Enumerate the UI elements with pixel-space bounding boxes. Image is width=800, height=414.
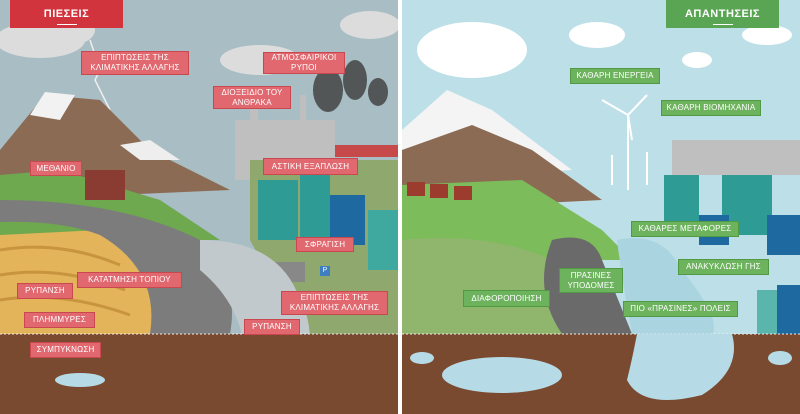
label-land-recycling: ΑΝΑΚΥΚΛΩΣΗ ΓΗΣ (678, 259, 769, 275)
factory-roofs (335, 145, 398, 157)
label-clean-transport: ΚΑΘΑΡΕΣ ΜΕΤΑΦΟΡΕΣ (631, 221, 739, 237)
label-carbon-dioxide: ΔΙΟΞΕΙΔΙΟ ΤΟΥ ΑΝΘΡΑΚΑ (213, 86, 291, 109)
label-clean-industry: ΚΑΘΑΡΗ ΒΙΟΜΗΧΑΝΙΑ (661, 100, 761, 116)
label-urban-sprawl: ΑΣΤΙΚΗ ΕΞΑΠΛΩΣΗ (263, 158, 358, 175)
parking-sign-icon: P (320, 266, 330, 276)
barns (407, 182, 472, 200)
label-clean-energy: ΚΑΘΑΡΗ ΕΝΕΡΓΕΙΑ (570, 68, 660, 84)
label-climate-change-impacts: ΕΠΙΠΤΩΣΕΙΣ ΤΗΣ ΚΛΙΜΑΤΙΚΗΣ ΑΛΛΑΓΗΣ (81, 51, 189, 75)
pressures-header-text: ΠΙΕΣΕΙΣ (43, 8, 90, 20)
label-greener-cities: ΠΙΟ «ΠΡΑΣΙΝΕΣ» ΠΟΛΕΙΣ (623, 301, 738, 317)
underground-water (55, 373, 105, 387)
label-compaction: ΣΥΜΠΥΚΝΩΣΗ (30, 342, 101, 358)
label-floods: ΠΛΗΜΜΥΡΕΣ (24, 312, 95, 328)
label-pollution-farm: ΡΥΠΑΝΣΗ (17, 283, 73, 299)
label-soil-sealing: ΣΦΡΑΓΙΣΗ (296, 237, 354, 252)
responses-header: ΑΠΑΝΤΗΣΕΙΣ (666, 0, 779, 28)
smoke (313, 60, 388, 112)
wind-turbines (601, 94, 648, 190)
pressures-panel: ΠΙΕΣΕΙΣ ΕΠΙΠΤΩΣΕΙΣ ΤΗΣ ΚΛΙΜΑΤΙΚΗΣ ΑΛΛΑΓΗ… (0, 0, 398, 414)
clean-factory (672, 140, 800, 175)
label-green-infrastructure: ΠΡΑΣΙΝΕΣ ΥΠΟΔΟΜΕΣ (559, 268, 623, 293)
label-methane: ΜΕΘΑΝΙΟ (30, 161, 82, 176)
label-pollution-river: ΡΥΠΑΝΣΗ (244, 319, 300, 335)
pressures-header: ΠΙΕΣΕΙΣ (10, 0, 123, 28)
aquifer (627, 334, 734, 400)
responses-header-text: ΑΠΑΝΤΗΣΕΙΣ (684, 8, 761, 20)
label-landscape-fragmentation: ΚΑΤΑΤΜΗΣΗ ΤΟΠΙΟΥ (77, 272, 182, 288)
responses-illustration (402, 0, 800, 414)
city-buildings (258, 175, 398, 270)
clouds (417, 22, 792, 78)
barn (85, 170, 125, 200)
groundwater (442, 357, 562, 393)
responses-panel: ΑΠΑΝΤΗΣΕΙΣ ΚΑΘΑΡΗ ΕΝΕΡΓΕΙΑ ΚΑΘΑΡΗ ΒΙΟΜΗΧ… (402, 0, 800, 414)
label-diversification: ΔΙΑΦΟΡΟΠΟΙΗΣΗ (463, 290, 550, 307)
road (0, 200, 232, 334)
label-climate-change-impacts-2: ΕΠΙΠΤΩΣΕΙΣ ΤΗΣ ΚΛΙΜΑΤΙΚΗΣ ΑΛΛΑΓΗΣ (281, 291, 388, 315)
city-buildings (664, 175, 800, 334)
label-air-pollutants: ΑΤΜΟΣΦΑΙΡΙΚΟΙ ΡΥΠΟΙ (263, 52, 345, 74)
